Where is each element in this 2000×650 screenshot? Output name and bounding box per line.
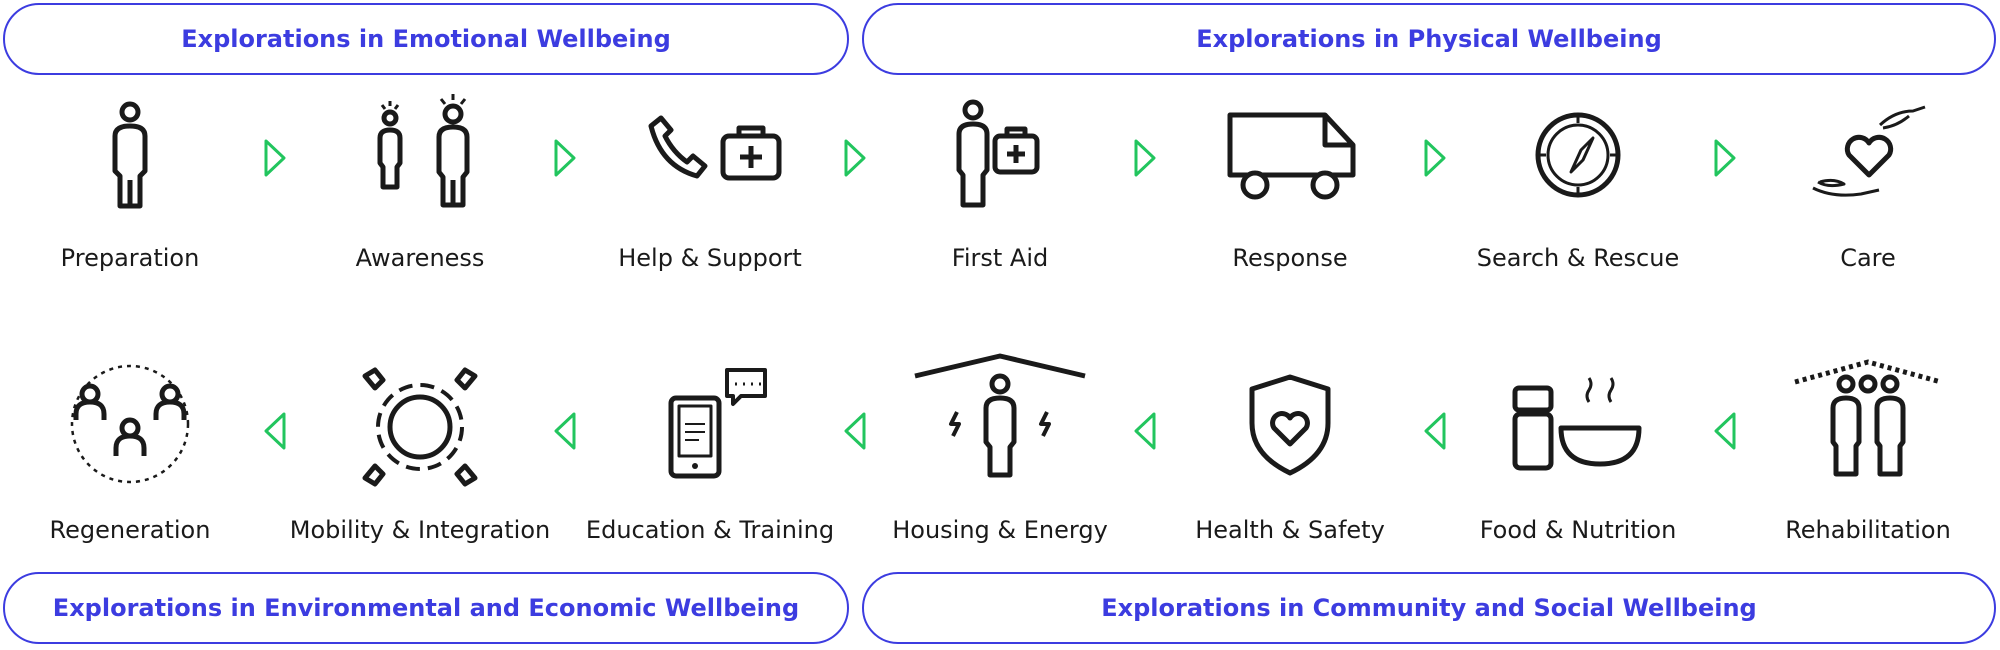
stage-label: Help & Support <box>618 244 802 272</box>
stage-response: Response <box>1145 90 1435 272</box>
stage-label: First Aid <box>951 244 1049 272</box>
hands-heart-icon <box>1783 90 1953 220</box>
arrow-left-icon <box>1134 412 1156 450</box>
phone-firstaid-icon <box>625 90 795 220</box>
stage-awareness: Awareness <box>275 90 565 272</box>
band-physical-wellbeing: Explorations in Physical Wellbeing <box>862 3 1996 75</box>
stage-first-aid: First Aid <box>855 90 1145 272</box>
gear-icon <box>335 362 505 492</box>
truck-icon <box>1205 90 1375 220</box>
arrow-left-icon <box>844 412 866 450</box>
arrow-right-icon <box>1134 139 1156 177</box>
stage-rehabilitation: Rehabilitation <box>1723 359 2000 544</box>
arrow-right-icon <box>1714 139 1736 177</box>
stage-food-nutrition: Food & Nutrition <box>1433 362 1723 544</box>
compass-icon <box>1493 90 1663 220</box>
stage-label: Awareness <box>355 244 485 272</box>
band-emotional-wellbeing: Explorations in Emotional Wellbeing <box>3 3 849 75</box>
arrow-right-icon <box>1424 139 1446 177</box>
arrow-right-icon <box>554 139 576 177</box>
stage-label: Education & Training <box>585 516 835 544</box>
arrow-left-icon <box>264 412 286 450</box>
person-icon <box>45 90 215 220</box>
shelter-people-icon <box>1783 359 1953 492</box>
stage-regeneration: Regeneration <box>0 362 275 544</box>
community-circle-icon <box>45 362 215 492</box>
tablet-chat-icon <box>625 362 795 492</box>
shield-heart-icon <box>1205 362 1375 492</box>
house-energy-icon <box>914 353 1086 492</box>
stage-label: Search & Rescue <box>1476 244 1680 272</box>
arrow-right-icon <box>264 139 286 177</box>
stage-label: Rehabilitation <box>1785 516 1951 544</box>
arrow-left-icon <box>1424 412 1446 450</box>
stage-label: Regeneration <box>49 516 211 544</box>
band-community-social-wellbeing: Explorations in Community and Social Wel… <box>862 572 1996 644</box>
stage-label: Health & Safety <box>1195 516 1385 544</box>
stage-help-support: Help & Support <box>565 90 855 272</box>
stage-label: Preparation <box>60 244 200 272</box>
stage-label: Food & Nutrition <box>1479 516 1677 544</box>
food-bowl-icon <box>1493 362 1663 492</box>
arrow-right-icon <box>844 139 866 177</box>
stage-education-training: Education & Training <box>565 362 855 544</box>
stage-health-safety: Health & Safety <box>1145 362 1435 544</box>
stage-label: Housing & Energy <box>892 516 1108 544</box>
alert-people-icon <box>335 90 505 220</box>
stage-preparation: Preparation <box>0 90 275 272</box>
stage-care: Care <box>1723 90 2000 272</box>
stage-label: Care <box>1840 244 1896 272</box>
stage-label: Mobility & Integration <box>289 516 551 544</box>
stage-search-rescue: Search & Rescue <box>1433 90 1723 272</box>
arrow-left-icon <box>1714 412 1736 450</box>
stage-housing-energy: Housing & Energy <box>855 353 1145 544</box>
person-firstaid-icon <box>915 90 1085 220</box>
stage-label: Response <box>1232 244 1348 272</box>
band-environmental-economic-wellbeing: Explorations in Environmental and Econom… <box>3 572 849 644</box>
stage-mobility-integration: Mobility & Integration <box>275 362 565 544</box>
arrow-left-icon <box>554 412 576 450</box>
